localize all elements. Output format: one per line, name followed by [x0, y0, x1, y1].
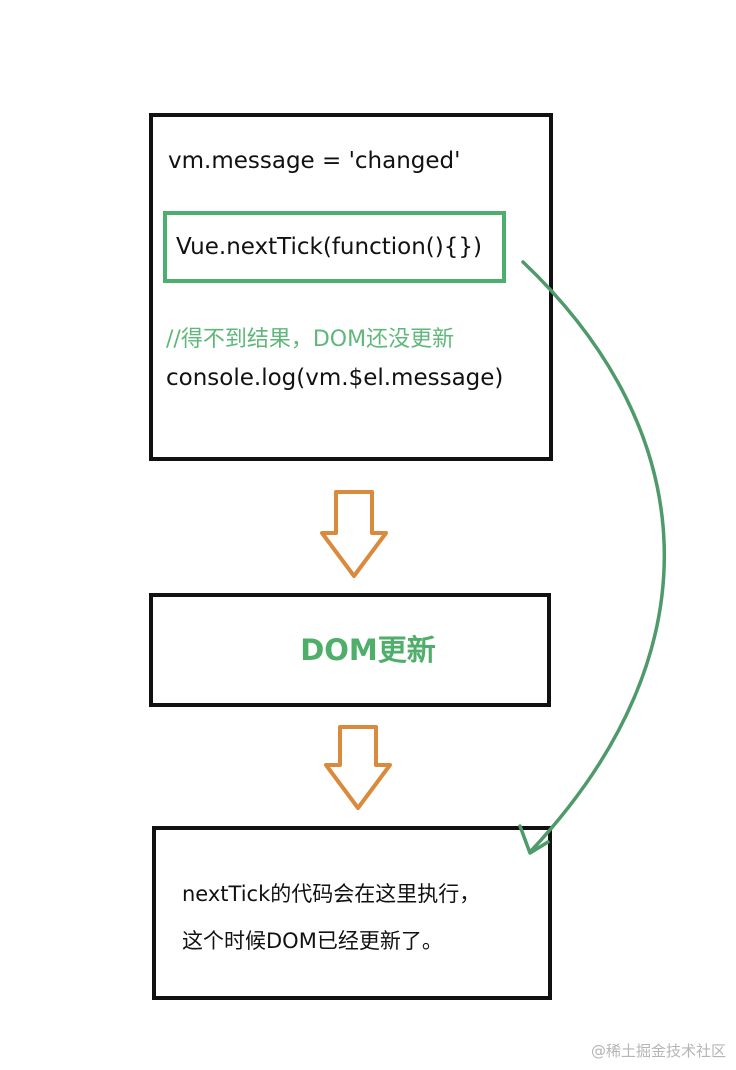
result-line-2: 这个时候DOM已经更新了。	[182, 929, 443, 953]
console-log-line: console.log(vm.$el.message)	[166, 365, 504, 391]
nexttick-highlight-box	[163, 211, 506, 283]
message-assign-line: vm.message = 'changed'	[168, 148, 461, 174]
result-box	[152, 826, 552, 1000]
hollow-down-arrow-icon	[320, 490, 388, 578]
hollow-down-arrow-icon	[324, 725, 392, 810]
dom-update-label: DOM更新	[300, 633, 436, 667]
result-line-1: nextTick的代码会在这里执行，	[182, 882, 481, 906]
comment-line: //得不到结果，DOM还没更新	[166, 327, 455, 352]
watermark: @稀土掘金技术社区	[590, 1042, 726, 1060]
nexttick-call-line: Vue.nextTick(function(){})	[176, 234, 482, 260]
code-box	[149, 113, 553, 461]
dom-update-box	[149, 593, 551, 707]
